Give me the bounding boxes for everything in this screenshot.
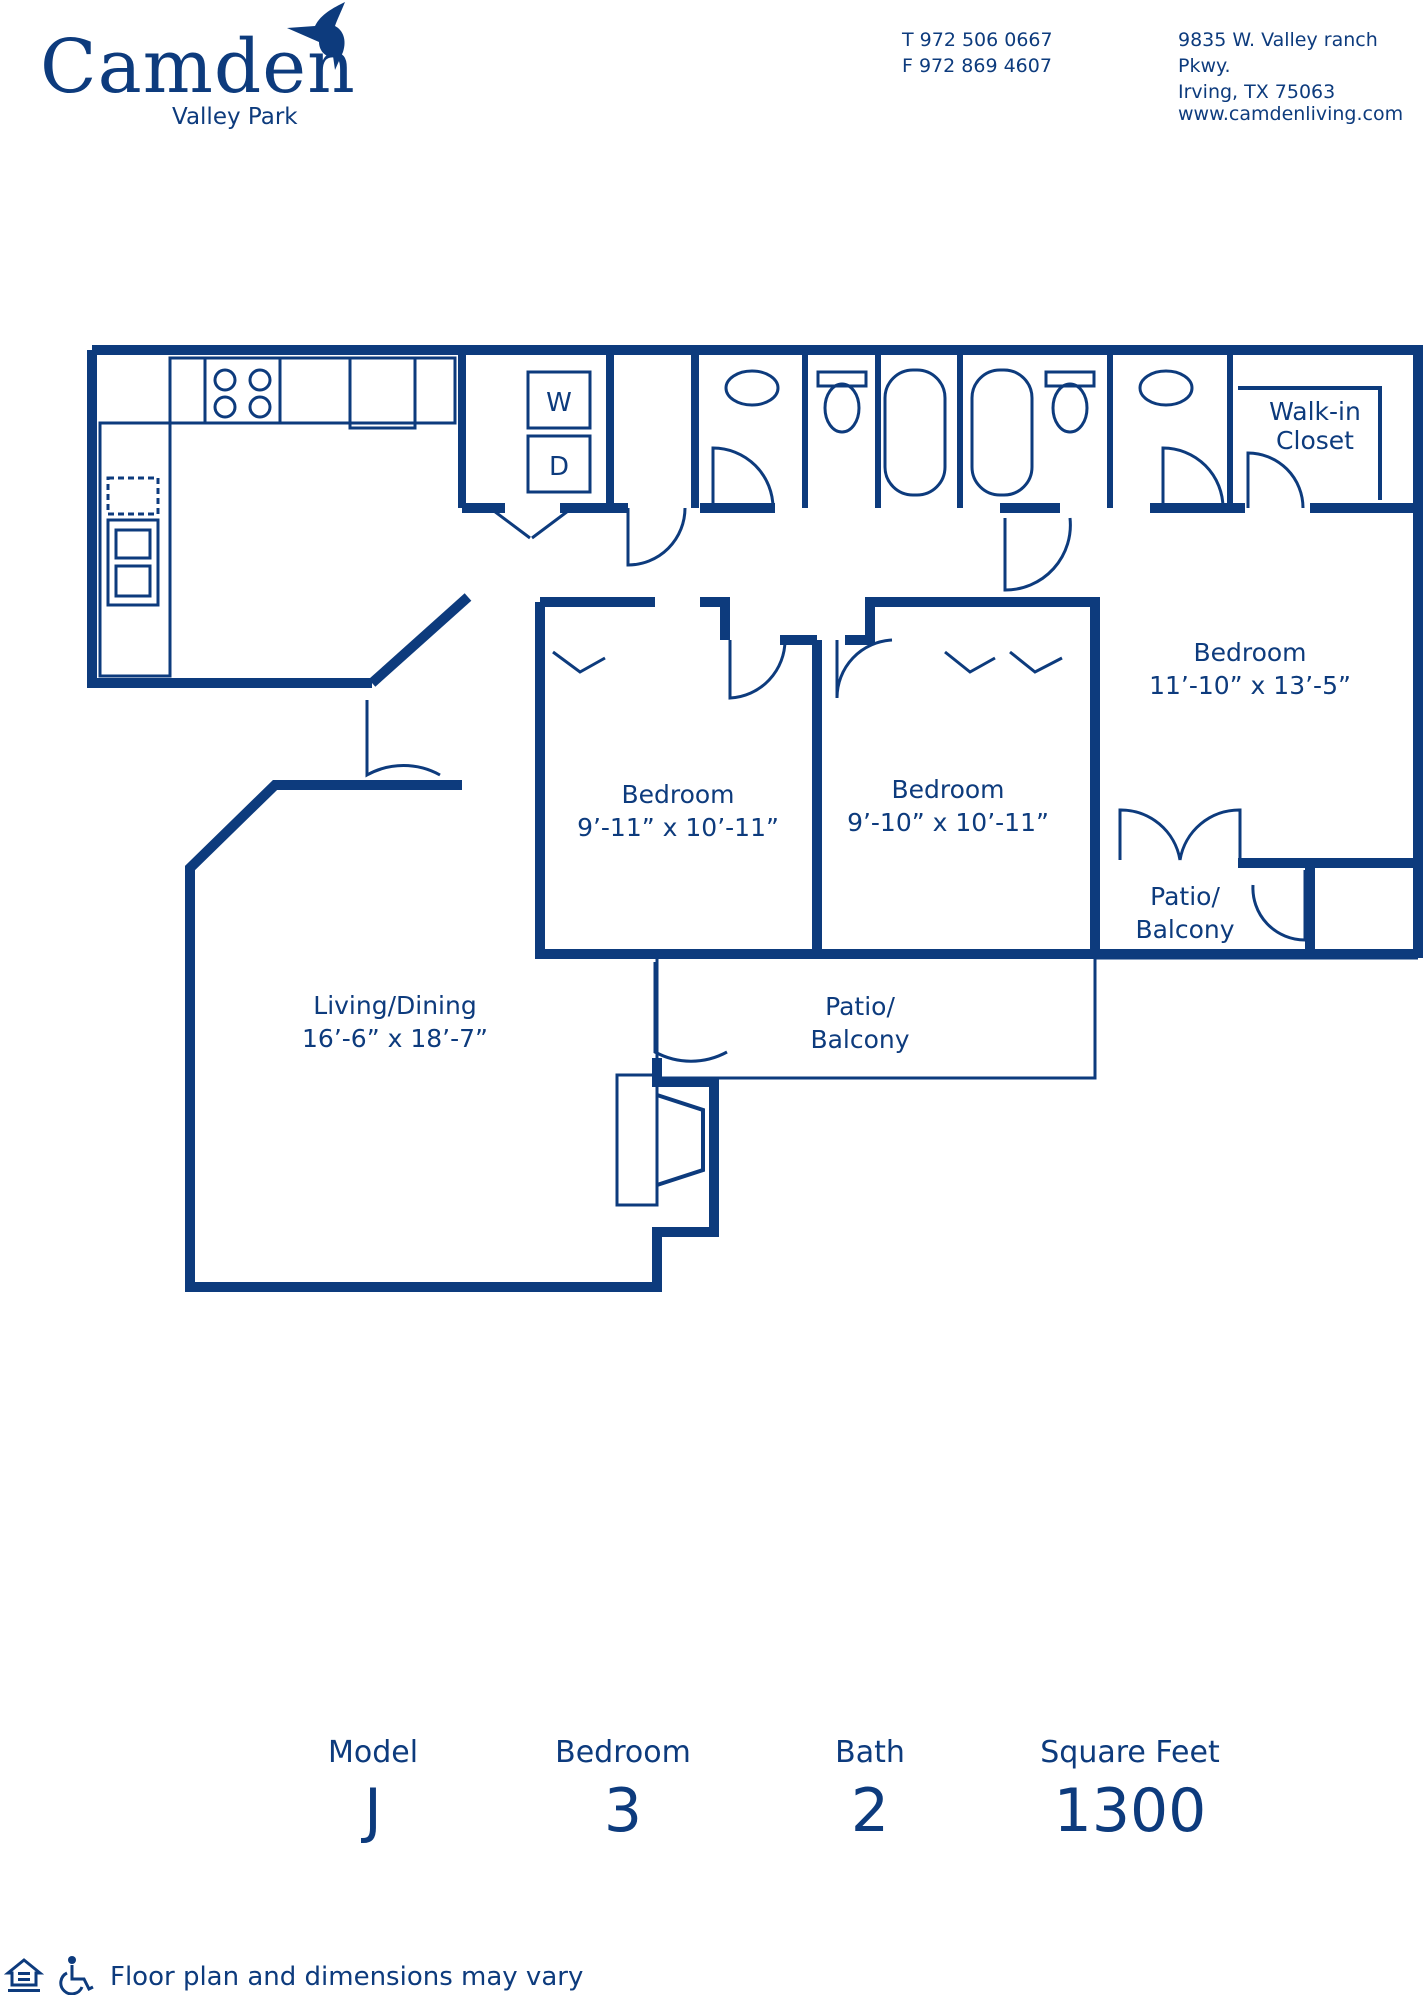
patio-outline <box>655 958 1097 1080</box>
closet-wall <box>1238 386 1382 500</box>
toilet-right <box>1051 382 1089 434</box>
stat-bedroom: Bedroom 3 <box>513 1735 733 1846</box>
room-name-line1: Patio/ <box>1150 882 1220 911</box>
contact-address: 9835 W. Valley ranch Pkwy. Irving, TX 75… <box>1178 27 1424 105</box>
room-dims: 9’-10” x 10’-11” <box>847 808 1049 837</box>
brand-name: Camden <box>40 24 356 110</box>
stat-value: 1300 <box>1053 1776 1207 1846</box>
fireplace-hearth <box>615 1073 659 1207</box>
community-name: Valley Park <box>172 104 298 130</box>
sink <box>106 518 160 607</box>
equal-housing-icon <box>4 1958 44 1992</box>
room-bedroom-left: Bedroom 9’-11” x 10’-11” <box>553 778 803 844</box>
stat-label: Square Feet <box>1040 1735 1220 1770</box>
phone-number: T 972 506 0667 <box>902 29 1053 51</box>
kitchen-counter-left <box>98 421 172 678</box>
stat-label: Bedroom <box>555 1735 691 1770</box>
room-name-line1: Patio/ <box>825 992 895 1021</box>
disclaimer-text: Floor plan and dimensions may vary <box>110 1962 584 1992</box>
room-name-line2: Closet <box>1276 426 1354 455</box>
tub-left <box>883 368 947 497</box>
floor-plan: W D <box>87 345 1423 1292</box>
living-wall <box>185 780 719 1292</box>
room-name: Bedroom <box>1193 638 1307 667</box>
room-dims: 9’-11” x 10’-11” <box>577 813 779 842</box>
bedroom-left-top <box>540 597 915 645</box>
bath-sink-left <box>724 369 780 407</box>
room-walk-in-closet: Walk-in Closet <box>1245 397 1385 455</box>
room-dims: 16’-6” x 18’-7” <box>302 1024 488 1053</box>
room-name: Living/Dining <box>313 991 477 1020</box>
room-name-line1: Walk-in <box>1269 397 1361 426</box>
dryer-box <box>526 434 592 494</box>
room-name: Bedroom <box>621 780 735 809</box>
stat-value: J <box>364 1776 382 1846</box>
room-bedroom-middle: Bedroom 9’-10” x 10’-11” <box>823 773 1073 839</box>
address-line1: 9835 W. Valley ranch Pkwy. <box>1178 29 1378 77</box>
room-name-line2: Balcony <box>810 1025 910 1054</box>
kitchen-counter-top <box>168 356 457 425</box>
stat-bath: Bath 2 <box>770 1735 970 1846</box>
fireplace-firebox <box>656 1093 705 1187</box>
fax-number: F 972 869 4607 <box>902 55 1052 77</box>
bath-sink-right <box>1138 369 1194 407</box>
hummingbird-icon <box>287 2 345 70</box>
bath-dividers <box>802 350 1233 508</box>
stat-model: Model J <box>273 1735 473 1846</box>
address-line2: Irving, TX 75063 <box>1178 81 1336 103</box>
contact-phones: T 972 506 0667 F 972 869 4607 <box>902 27 1053 79</box>
room-patio-right: Patio/ Balcony <box>1105 880 1265 946</box>
dishwasher <box>106 476 160 516</box>
website-link[interactable]: www.camdenliving.com <box>1178 103 1404 125</box>
wheelchair-icon <box>59 1956 94 1995</box>
kitchen-wall <box>87 350 372 688</box>
toilet-left <box>823 382 861 434</box>
washer-box <box>526 370 592 430</box>
washer-label: W <box>546 388 572 418</box>
outer-wall <box>92 345 1423 958</box>
room-patio-main: Patio/ Balcony <box>760 990 960 1056</box>
stat-label: Model <box>327 1735 419 1770</box>
stat-value: 3 <box>603 1776 643 1846</box>
room-name: Bedroom <box>891 775 1005 804</box>
laundry-wall <box>458 350 699 508</box>
dryer-label: D <box>549 452 569 482</box>
toilet-tank-right <box>1044 370 1096 388</box>
stove <box>203 356 282 425</box>
stat-square-feet: Square Feet 1300 <box>1000 1735 1260 1846</box>
toilet-tank-left <box>816 370 868 388</box>
room-living-dining: Living/Dining 16’-6” x 18’-7” <box>270 989 520 1055</box>
room-bedroom-right: Bedroom 11’-10” x 13’-5” <box>1125 636 1375 702</box>
fridge <box>348 356 417 430</box>
room-dims: 11’-10” x 13’-5” <box>1149 671 1351 700</box>
angled-wall <box>368 593 472 687</box>
stat-value: 2 <box>850 1776 890 1846</box>
tub-right <box>970 368 1034 497</box>
room-name-line2: Balcony <box>1135 915 1235 944</box>
stat-label: Bath <box>835 1735 905 1770</box>
